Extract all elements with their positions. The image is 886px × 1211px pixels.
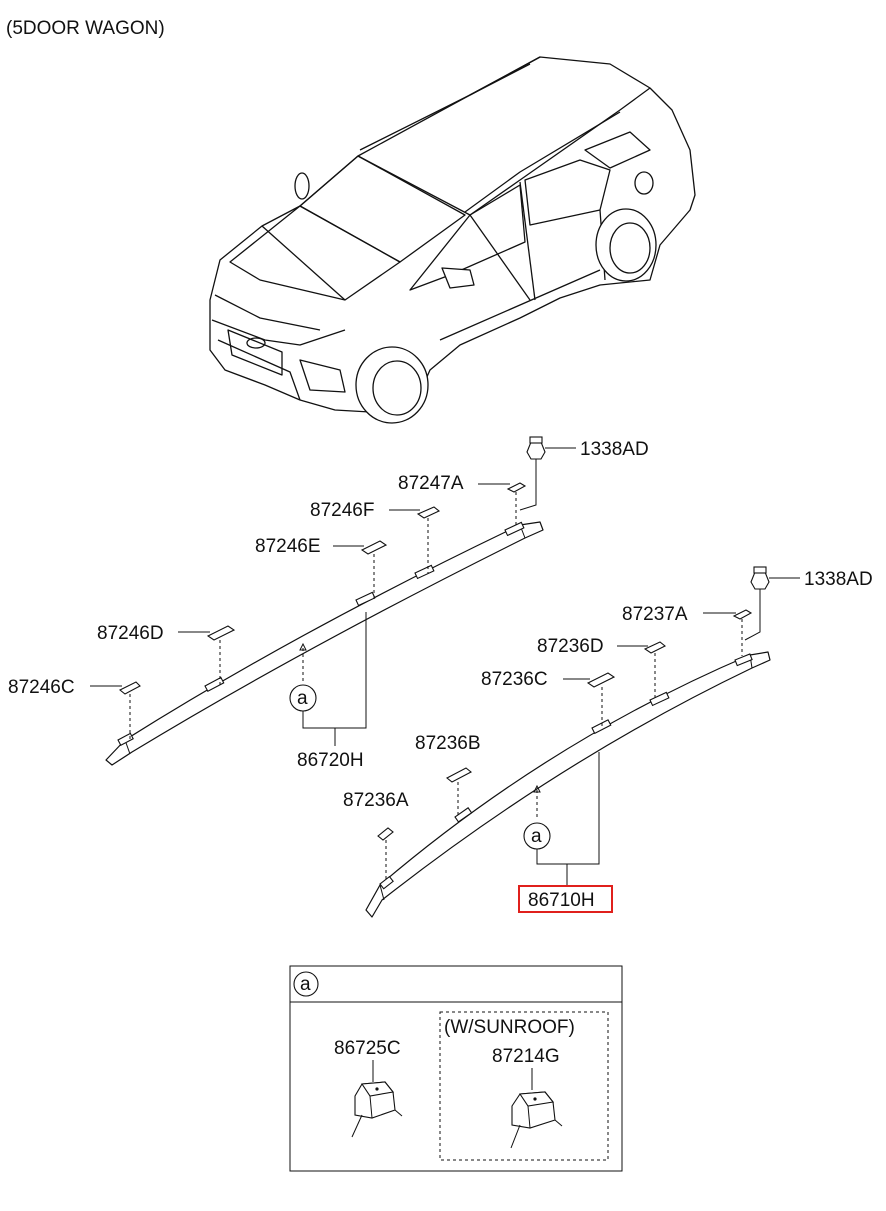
clip-87246e <box>360 540 388 555</box>
label-87214g: 87214G <box>492 1046 560 1067</box>
clip-86725c <box>351 1081 403 1138</box>
label-87246d: 87246D <box>97 623 164 644</box>
clip-87214g <box>510 1091 563 1149</box>
clip-87236b <box>446 767 472 783</box>
clip-87246d <box>206 625 236 641</box>
highlight-86710h <box>518 885 613 913</box>
label-87237a: 87237A <box>622 604 688 625</box>
clip-87236a <box>377 827 394 841</box>
detail-ref-label: a <box>300 974 311 995</box>
nut-1338ad-upper <box>519 436 576 511</box>
nut-1338ad-lower <box>744 566 800 641</box>
roof-rail-right <box>365 651 771 918</box>
label-1338ad-lower: 1338AD <box>804 569 873 590</box>
label-87246c: 87246C <box>8 677 75 698</box>
label-86710h[interactable]: 86710H <box>528 890 595 911</box>
clip-87246c <box>118 681 141 695</box>
ref-a-right: a <box>523 752 600 886</box>
variant-label: (5DOOR WAGON) <box>6 18 165 39</box>
label-87247a: 87247A <box>398 473 464 494</box>
roof-rail-left <box>105 521 544 766</box>
label-86720h: 86720H <box>297 750 364 771</box>
clip-87247a <box>506 482 527 493</box>
label-87246e: 87246E <box>255 536 321 557</box>
clip-87237a <box>732 609 753 620</box>
ref-a-left: a <box>289 612 367 746</box>
car-illustration <box>209 56 696 424</box>
detail-box-a: a 86725C (W/SUNROOF) 87214G <box>289 965 623 1172</box>
clip-87246f <box>416 506 441 519</box>
label-87236a: 87236A <box>343 790 409 811</box>
label-86725c: 86725C <box>334 1038 401 1059</box>
label-87236c: 87236C <box>481 669 548 690</box>
ref-a-right-label: a <box>531 826 542 847</box>
clip-87236d <box>643 641 667 654</box>
label-87246f: 87246F <box>310 500 374 521</box>
label-87236d: 87236D <box>537 636 604 657</box>
ref-a-left-label: a <box>297 688 308 709</box>
label-87236b: 87236B <box>415 733 481 754</box>
label-1338ad-upper: 1338AD <box>580 439 649 460</box>
label-w-sunroof: (W/SUNROOF) <box>444 1017 575 1038</box>
clip-87236c <box>586 672 616 688</box>
